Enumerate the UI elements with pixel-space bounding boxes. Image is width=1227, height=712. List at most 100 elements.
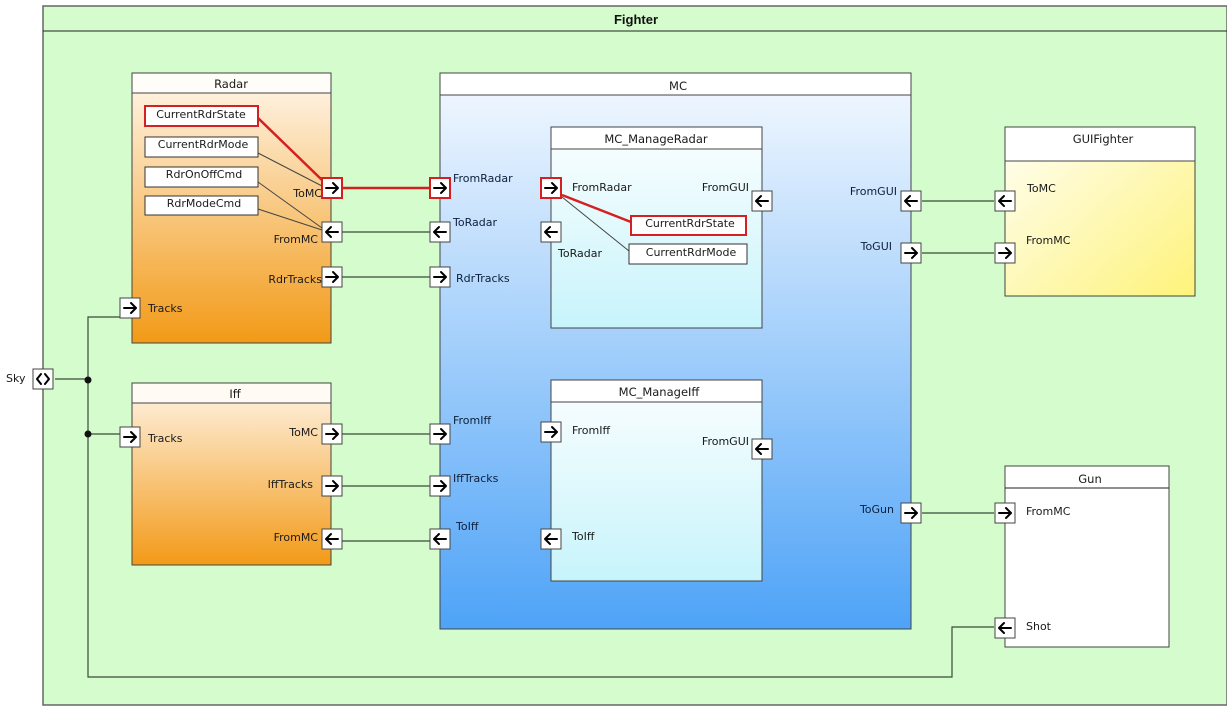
mc-port-toradar-label: ToRadar	[452, 216, 497, 229]
mc-port-fromradar-label: FromRadar	[453, 172, 513, 185]
mc-manage-iff-title: MC_ManageIff	[619, 385, 701, 399]
mcmr-attr-current-rdr-mode[interactable]: CurrentRdrMode	[628, 243, 748, 265]
gui-port-frommc-label: FromMC	[1026, 234, 1071, 247]
radar-attr-current-rdr-mode[interactable]: CurrentRdrMode	[144, 136, 259, 158]
arrow-left-icon	[998, 195, 1012, 207]
mc-port-rdrtracks[interactable]	[429, 266, 451, 288]
iff-port-ifftracks[interactable]	[321, 475, 343, 497]
arrow-left-icon	[755, 195, 769, 207]
arrow-left-icon	[904, 195, 918, 207]
iff-port-frommc[interactable]	[321, 528, 343, 550]
arrow-left-icon	[325, 226, 339, 238]
mcmi-port-fromiff-label: FromIff	[572, 424, 610, 437]
radar-block[interactable]: Radar CurrentRdrState CurrentRdrMode Rdr…	[131, 72, 332, 344]
mc-manage-radar-block[interactable]: MC_ManageRadar FromRadar ToRadar FromGUI…	[550, 126, 763, 329]
mcmr-port-fromgui-label: FromGUI	[702, 181, 749, 194]
mc-manage-iff-block[interactable]: MC_ManageIff FromIff ToIff FromGUI	[550, 379, 763, 582]
arrow-right-icon	[904, 507, 918, 519]
gun-block[interactable]: Gun FromMC Shot	[1004, 465, 1170, 648]
arrow-left-icon	[755, 443, 769, 455]
svg-text:CurrentRdrMode: CurrentRdrMode	[158, 138, 249, 151]
sky-port-label: Sky	[6, 372, 26, 385]
radar-port-rdrtracks[interactable]	[321, 266, 343, 288]
mcmi-port-toiff-label: ToIff	[571, 530, 595, 543]
mc-port-togui-label: ToGUI	[860, 240, 892, 253]
mcmi-port-fromgui[interactable]	[751, 438, 773, 460]
arrow-right-icon	[544, 182, 558, 194]
arrow-right-icon	[325, 428, 339, 440]
sky-port[interactable]	[32, 368, 54, 390]
link-rdr-mode-cmd	[257, 208, 323, 231]
arrow-right-icon	[123, 431, 137, 443]
iff-port-tomc[interactable]	[321, 423, 343, 445]
arrow-left-icon	[433, 226, 447, 238]
radar-port-frommc[interactable]	[321, 221, 343, 243]
connector-sky-bus[interactable]	[87, 316, 994, 678]
link-mcmr-current-rdr-mode	[561, 196, 630, 252]
mcmr-attr-current-rdr-state[interactable]: CurrentRdrState	[630, 215, 747, 236]
ports	[32, 177, 1016, 639]
radar-attr-current-rdr-state[interactable]: CurrentRdrState	[144, 105, 259, 127]
mc-port-fromiff[interactable]	[429, 423, 451, 445]
gun-port-frommc-label: FromMC	[1026, 505, 1071, 518]
mcmi-port-fromgui-label: FromGUI	[702, 435, 749, 448]
mc-port-fromradar[interactable]	[429, 177, 451, 199]
mc-manage-radar-title: MC_ManageRadar	[604, 132, 708, 146]
svg-text:CurrentRdrState: CurrentRdrState	[645, 217, 735, 230]
radar-port-rdrtracks-label: RdrTracks	[268, 273, 322, 286]
radar-attr-rdr-on-off-cmd[interactable]: RdrOnOffCmd	[144, 166, 259, 188]
mcmr-port-fromgui[interactable]	[751, 190, 773, 212]
arrow-left-icon	[325, 533, 339, 545]
arrow-right-icon	[998, 247, 1012, 259]
iff-block[interactable]: Iff Tracks ToMC IffTracks FromMC	[131, 382, 332, 566]
mc-port-ifftracks[interactable]	[429, 475, 451, 497]
link-current-rdr-state	[257, 117, 323, 181]
gun-port-shot[interactable]	[994, 617, 1016, 639]
svg-text:RdrModeCmd: RdrModeCmd	[167, 197, 242, 210]
gui-port-tomc[interactable]	[994, 190, 1016, 212]
bidirectional-port-icon	[36, 373, 50, 385]
mc-title: MC	[669, 79, 687, 93]
mc-port-fromgui-label: FromGUI	[850, 185, 897, 198]
iff-port-tracks[interactable]	[119, 426, 141, 448]
mc-port-rdrtracks-label: RdrTracks	[456, 272, 510, 285]
iff-port-ifftracks-label: IffTracks	[268, 478, 314, 491]
gui-fighter-title: GUIFighter	[1073, 132, 1134, 146]
gui-port-tomc-label: ToMC	[1026, 182, 1056, 195]
mc-port-togui[interactable]	[900, 242, 922, 264]
mcmi-port-toiff[interactable]	[540, 528, 562, 550]
mcmr-port-toradar[interactable]	[540, 221, 562, 243]
arrow-right-icon	[123, 302, 137, 314]
mcmi-port-fromiff[interactable]	[540, 421, 562, 443]
gui-fighter-block[interactable]: GUIFighter ToMC FromMC	[1004, 126, 1196, 297]
svg-text:RdrOnOffCmd: RdrOnOffCmd	[166, 168, 242, 181]
radar-attr-rdr-mode-cmd[interactable]: RdrModeCmd	[144, 195, 259, 216]
arrow-right-icon	[325, 480, 339, 492]
gun-port-shot-label: Shot	[1026, 620, 1052, 633]
mcmr-port-fromradar-label: FromRadar	[572, 181, 632, 194]
arrow-right-icon	[325, 271, 339, 283]
mcmr-port-fromradar[interactable]	[540, 177, 562, 199]
mc-port-toiff[interactable]	[429, 528, 451, 550]
mc-port-fromiff-label: FromIff	[453, 414, 491, 427]
mc-port-toiff-label: ToIff	[455, 520, 479, 533]
mcmr-port-toradar-label: ToRadar	[557, 247, 602, 260]
radar-port-tomc[interactable]	[321, 177, 343, 199]
radar-title: Radar	[214, 77, 248, 91]
arrow-right-icon	[433, 182, 447, 194]
iff-port-tomc-label: ToMC	[288, 426, 318, 439]
arrow-left-icon	[433, 533, 447, 545]
mc-port-togun[interactable]	[900, 502, 922, 524]
iff-port-tracks-label: Tracks	[147, 432, 183, 445]
link-mcmr-current-rdr-state	[561, 193, 632, 224]
gun-port-frommc[interactable]	[994, 502, 1016, 524]
radar-port-frommc-label: FromMC	[274, 233, 319, 246]
arrow-left-icon	[544, 226, 558, 238]
arrow-right-icon	[544, 426, 558, 438]
mc-port-toradar[interactable]	[429, 221, 451, 243]
radar-port-tracks[interactable]	[119, 297, 141, 319]
arrow-right-icon	[325, 182, 339, 194]
mc-port-fromgui[interactable]	[900, 190, 922, 212]
radar-port-tomc-label: ToMC	[292, 187, 322, 200]
gui-port-frommc[interactable]	[994, 242, 1016, 264]
